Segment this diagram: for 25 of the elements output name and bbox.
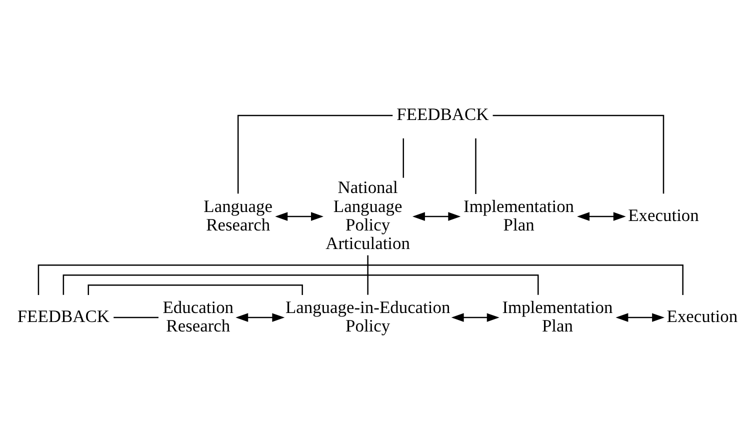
node-text: Execution: [628, 205, 699, 226]
node-text: National Language Policy Articulation: [326, 177, 410, 254]
connector: [38, 264, 684, 296]
node-text: Execution: [666, 306, 738, 326]
connector: [114, 316, 158, 318]
arrow: [275, 212, 324, 221]
node-text: FEEDBACK: [396, 104, 489, 124]
arrow: [412, 212, 461, 221]
arrow: [451, 313, 500, 322]
node-text: Education Research: [162, 296, 234, 336]
connector: [88, 284, 303, 296]
arrow: [236, 313, 285, 322]
connector: [237, 114, 393, 194]
connector: [492, 114, 664, 194]
connector: [62, 274, 539, 295]
connector: [367, 255, 368, 295]
arrow: [616, 313, 665, 322]
connector: [402, 138, 404, 178]
node-text: Language Research: [204, 196, 272, 234]
arrow: [577, 212, 626, 221]
connector: [475, 138, 476, 194]
node-text: Implementation Plan: [464, 196, 574, 234]
node-text: Implementation Plan: [502, 296, 613, 336]
node-text: Language-in-Education Policy: [285, 296, 450, 336]
node-text: FEEDBACK: [17, 306, 110, 326]
